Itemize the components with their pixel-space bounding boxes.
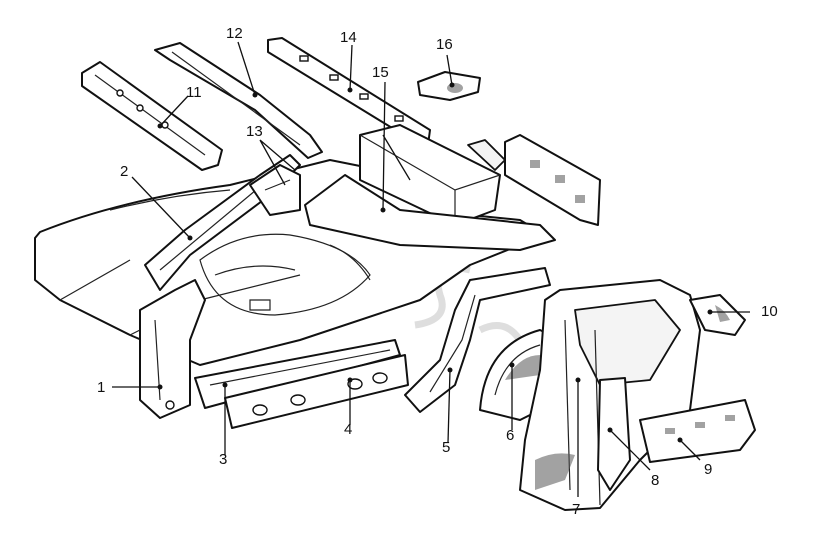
cross-member bbox=[304, 174, 556, 251]
callout-4: 4 bbox=[344, 421, 352, 438]
part-10-bracket bbox=[689, 294, 746, 336]
callout-16: 16 bbox=[436, 36, 453, 53]
callout-9: 9 bbox=[704, 461, 712, 478]
callout-12: 12 bbox=[226, 25, 243, 42]
callout-1: 1 bbox=[97, 379, 105, 396]
callout-10: 10 bbox=[761, 303, 778, 320]
part-5-frame-rail bbox=[404, 267, 551, 413]
part-12-rail bbox=[154, 42, 323, 159]
callout-8: 8 bbox=[651, 472, 659, 489]
part-9-lower-panel bbox=[639, 399, 756, 463]
callout-14: 14 bbox=[340, 29, 357, 46]
callout-11: 11 bbox=[186, 84, 202, 101]
callout-6: 6 bbox=[506, 427, 514, 444]
callout-13: 13 bbox=[246, 123, 263, 140]
callout-7: 7 bbox=[572, 501, 580, 518]
callout-labels: 1 2 3 4 5 6 7 8 9 10 11 12 13 14 15 16 bbox=[97, 25, 778, 518]
callout-2: 2 bbox=[120, 163, 128, 180]
callout-15: 15 bbox=[372, 64, 389, 81]
part-3-sill-inner bbox=[194, 339, 401, 409]
leader-lines bbox=[112, 41, 750, 497]
callout-5: 5 bbox=[442, 439, 450, 456]
callout-3: 3 bbox=[219, 451, 227, 468]
part-4-sill-outer bbox=[224, 354, 409, 429]
part-16-bracket bbox=[417, 71, 481, 101]
back-panel bbox=[467, 134, 601, 226]
part-1-pillar bbox=[139, 279, 206, 419]
